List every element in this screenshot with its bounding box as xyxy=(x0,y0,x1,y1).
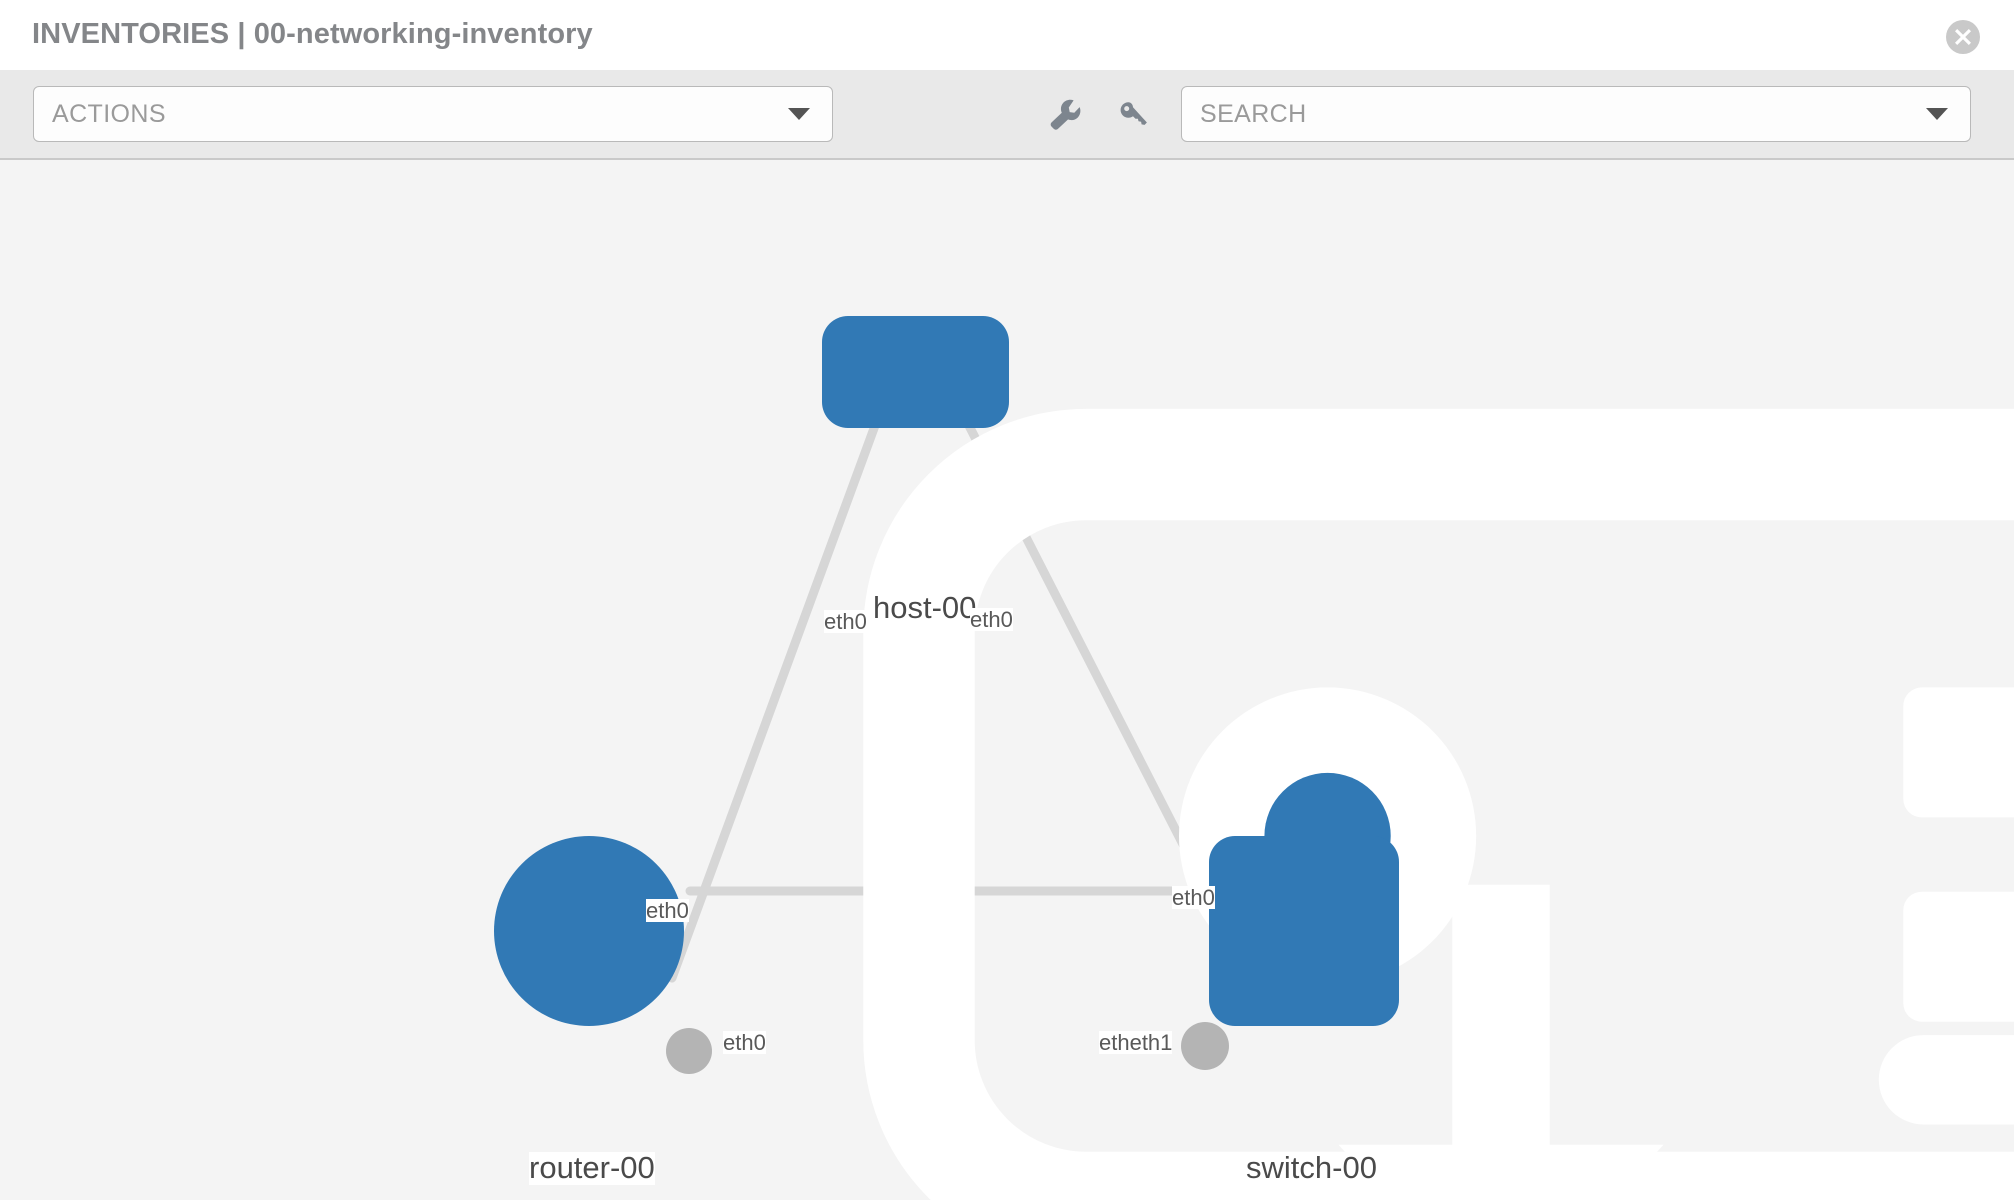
node-switch-00[interactable] xyxy=(1209,836,2014,1200)
node-router-00[interactable] xyxy=(494,836,1713,1200)
page-title: INVENTORIES | 00-networking-inventory xyxy=(32,18,593,50)
network-topology: eth0 host-00 eth0 eth0 eth0 eth0 etheth1… xyxy=(0,160,2014,1200)
node-label-switch-00: switch-00 xyxy=(1246,1150,1377,1185)
iface-label-router-uplink: eth0 xyxy=(646,898,689,923)
key-icon[interactable] xyxy=(1115,96,1153,134)
node-host-00[interactable] xyxy=(822,316,2014,1200)
link-host-router xyxy=(667,407,885,983)
iface-label-host-right: eth0 xyxy=(970,607,1013,632)
page-header: INVENTORIES | 00-networking-inventory xyxy=(0,0,2014,70)
actions-dropdown-label: ACTIONS xyxy=(52,99,166,128)
topology-canvas[interactable]: eth0 host-00 eth0 eth0 eth0 eth0 etheth1… xyxy=(0,160,2014,1200)
chevron-down-icon xyxy=(788,108,810,120)
iface-label-switch-left: etheth1 xyxy=(1099,1030,1173,1055)
port-switch-mid-left[interactable] xyxy=(1181,1022,1229,1070)
iface-label-switch-uplink: eth0 xyxy=(1172,885,1215,910)
iface-label-host-left: eth0 xyxy=(824,609,867,634)
node-label-host-00: host-00 xyxy=(873,590,977,625)
actions-dropdown[interactable]: ACTIONS xyxy=(33,86,833,142)
port-router-right[interactable] xyxy=(666,1028,712,1074)
wrench-icon[interactable] xyxy=(1046,96,1084,134)
search-input[interactable]: SEARCH xyxy=(1181,86,1971,142)
close-icon[interactable] xyxy=(1946,20,1980,54)
iface-label-router-right: eth0 xyxy=(723,1030,766,1055)
search-placeholder: SEARCH xyxy=(1200,99,1307,128)
node-label-router-00: router-00 xyxy=(529,1150,655,1185)
chevron-down-icon xyxy=(1926,108,1948,120)
toolbar: ACTIONS SEARCH xyxy=(0,70,2014,160)
